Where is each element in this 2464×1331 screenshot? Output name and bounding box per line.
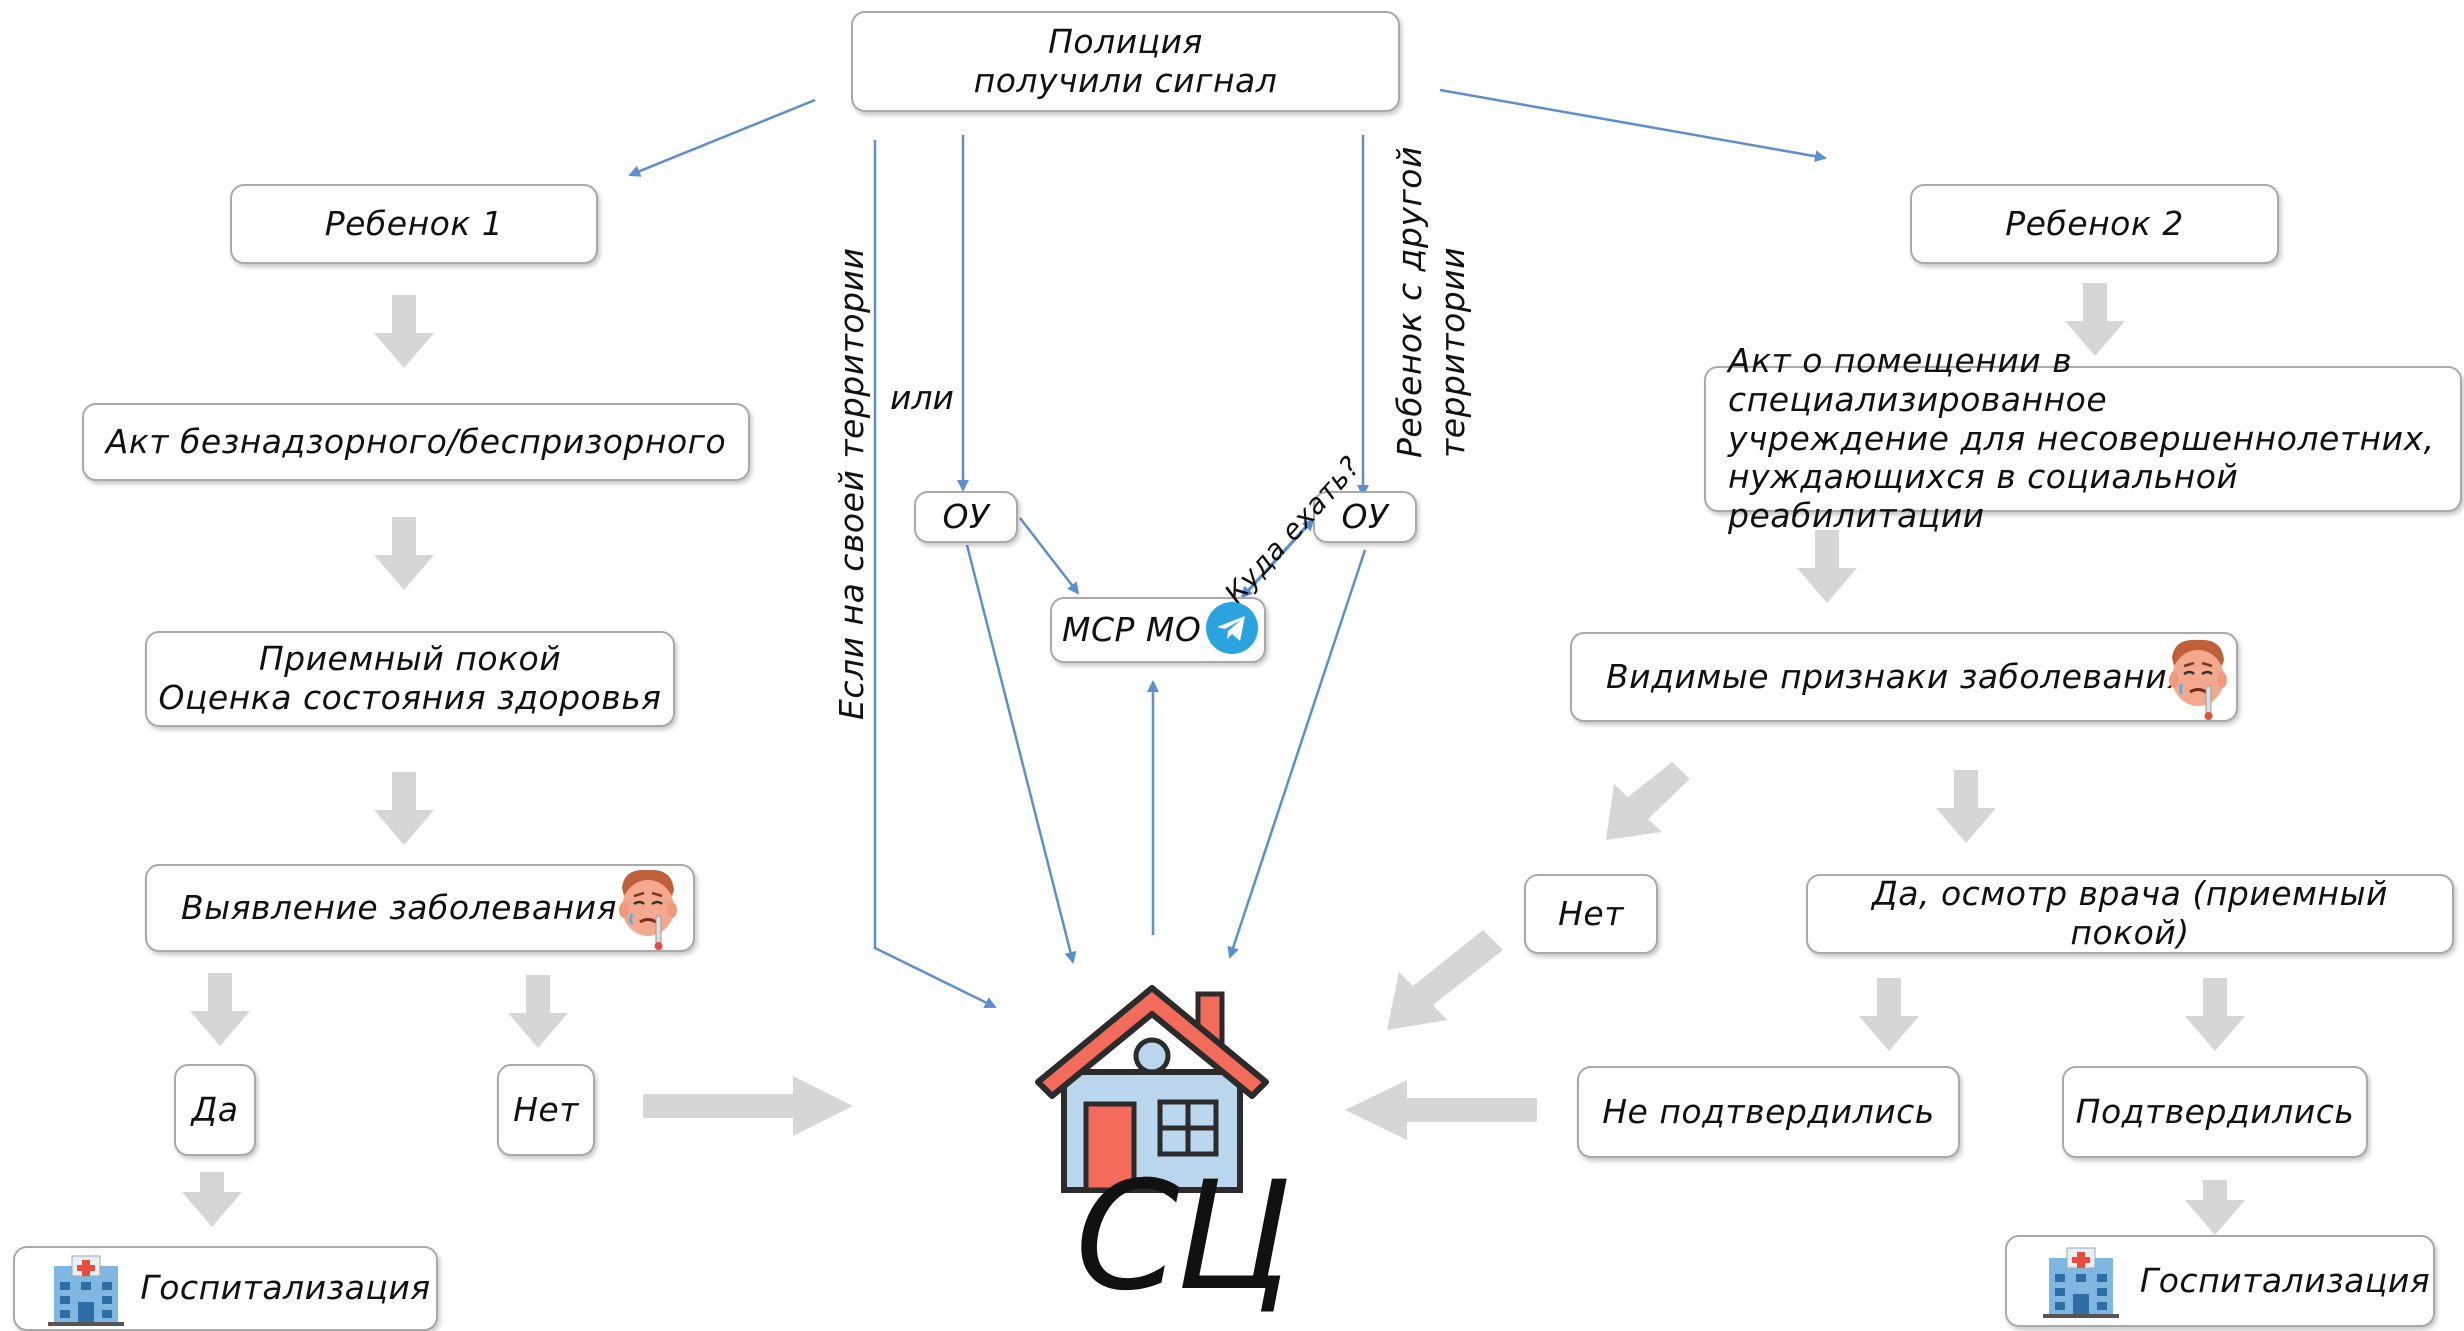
reception1-node-label: Приемный покой Оценка состояния здоровья: [158, 639, 662, 717]
child1-node: Ребенок 1: [230, 184, 598, 264]
act1-node-label: Акт безнадзорного/беспризорного: [105, 421, 727, 461]
hosp2-node-label: Госпитализация: [2139, 1260, 2431, 1300]
sick-face-icon: [619, 869, 677, 950]
gray-arrow-down: [374, 517, 434, 590]
gray-arrow-down: [1936, 770, 1996, 843]
hospital-icon: [2043, 1247, 2119, 1318]
other-territory-label-2: территории: [1433, 246, 1472, 458]
gray-arrow-down: [2185, 1180, 2245, 1235]
police-node-label: Полиция получили сигнал: [973, 21, 1278, 100]
blue-arrows: [628, 88, 1827, 1009]
detect1-node: Выявление заболевания: [145, 864, 695, 952]
sick-face-icon: [2169, 639, 2227, 720]
arrow-ou-right-to-sc: [1227, 549, 1367, 959]
notconfirmed-node: Не подтвердились: [1577, 1066, 1960, 1158]
arrow-police-to-child2: [1439, 88, 1827, 163]
confirmed-node: Подтвердились: [2062, 1066, 2368, 1158]
yes1-node-label: Да: [191, 1089, 239, 1129]
arrow-police-to-child1: [628, 98, 816, 177]
gray-arrow-down: [1797, 530, 1857, 603]
ou-left-node: ОУ: [914, 491, 1018, 543]
no2-node: Нет: [1524, 874, 1658, 954]
ou-left-node-label: ОУ: [942, 496, 990, 536]
gray-arrow-down-left: [1606, 762, 1690, 840]
gray-arrow-down: [374, 295, 434, 368]
yes2-node: Да, осмотр врача (приемный покой): [1806, 874, 2454, 954]
telegram-icon: [1206, 602, 1258, 654]
house-icon: [1035, 985, 1269, 1193]
or-label: или: [890, 378, 954, 417]
arrow-own-territory-to-sc: [873, 140, 997, 1009]
gray-arrow-down: [190, 973, 250, 1046]
no2-node-label: Нет: [1558, 893, 1624, 933]
child2-node-label: Ребенок 2: [2005, 203, 2184, 243]
yes2-node-label: Да, осмотр врача (приемный покой): [1871, 874, 2388, 952]
act1-node: Акт безнадзорного/беспризорного: [82, 403, 750, 481]
notconfirmed-node-label: Не подтвердились: [1602, 1091, 1935, 1131]
detect1-node-label: Выявление заболевания: [181, 887, 617, 927]
no1-node: Нет: [497, 1064, 595, 1156]
gray-arrow-down-left: [1387, 930, 1503, 1030]
msr-node-label: МСР МО: [1062, 609, 1202, 649]
signs2-node-label: Видимые признаки заболевания: [1606, 656, 2188, 696]
gray-arrow-down: [374, 772, 434, 845]
hosp1-node-label: Госпитализация: [140, 1268, 431, 1308]
gray-arrow-down: [508, 975, 568, 1048]
ou-right-node: ОУ: [1313, 491, 1417, 543]
no1-node-label: Нет: [513, 1089, 579, 1129]
gray-arrows: [182, 283, 2245, 1235]
act2-node-label: Акт о помещении в специализированное учр…: [1728, 340, 2435, 536]
gray-arrow-right: [643, 1076, 853, 1136]
act2-node: Акт о помещении в специализированное учр…: [1704, 341, 2462, 535]
signs2-node: Видимые признаки заболевания: [1570, 632, 2238, 722]
confirmed-node-label: Подтвердились: [2075, 1091, 2355, 1131]
gray-arrow-down: [2065, 283, 2125, 356]
other-territory-label-1: Ребенок с другой: [1390, 146, 1429, 458]
sc-label: СЦ: [1075, 1150, 1292, 1324]
ou-right-node-label: ОУ: [1341, 496, 1389, 536]
gray-arrow-down: [182, 1172, 242, 1227]
police-node: Полиция получили сигнал: [851, 11, 1400, 112]
own-territory-label: Если на своей территории: [832, 247, 871, 720]
hospital-icon: [48, 1255, 124, 1326]
yes1-node: Да: [174, 1064, 256, 1156]
reception1-node: Приемный покой Оценка состояния здоровья: [145, 631, 675, 727]
child1-node-label: Ребенок 1: [324, 203, 504, 243]
arrow-ou-left-to-sc: [965, 544, 1077, 964]
gray-arrow-down: [1859, 978, 1919, 1051]
child2-node: Ребенок 2: [1910, 184, 2279, 264]
gray-arrow-down: [2185, 978, 2245, 1051]
arrow-ou-left-to-msr: [1019, 517, 1080, 595]
gray-arrow-left: [1345, 1080, 1537, 1140]
arrow-ou-right-to-msr: [1240, 521, 1311, 599]
